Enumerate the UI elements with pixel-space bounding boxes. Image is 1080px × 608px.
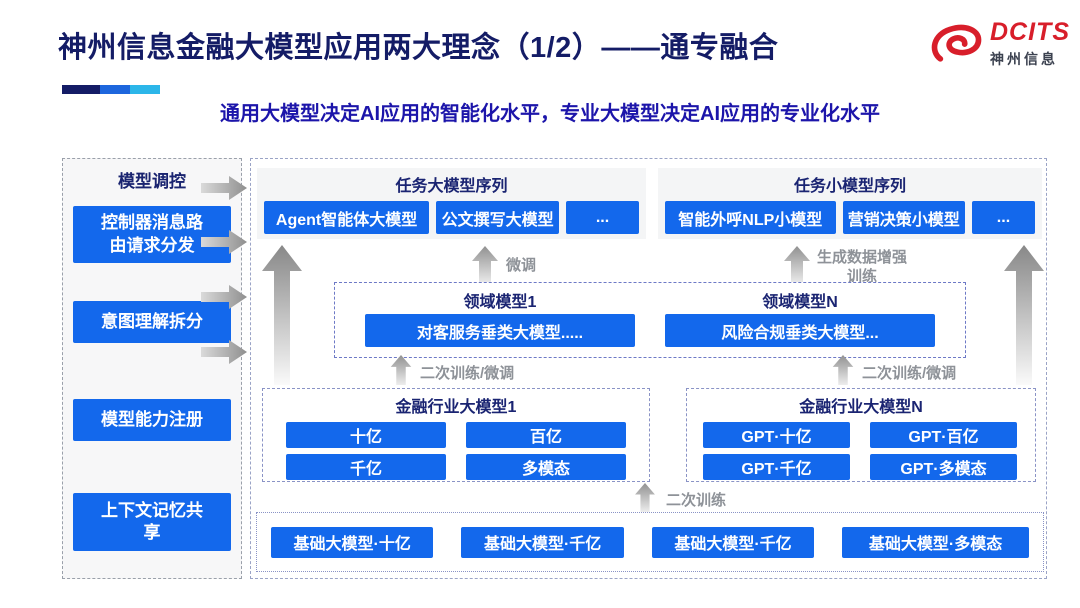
task-small-model-panel: 任务小模型序列 智能外呼NLP小模型 营销决策小模型 ... xyxy=(658,168,1042,239)
up-arrow-icon xyxy=(832,355,854,385)
sidebar-item-context: 上下文记忆共享 xyxy=(73,493,231,551)
slide-subtitle: 通用大模型决定AI应用的智能化水平，专业大模型决定AI应用的专业化水平 xyxy=(220,103,880,125)
model-control-title: 模型调控 xyxy=(118,172,186,191)
model-box-foundation-1b: 基础大模型·十亿 xyxy=(271,526,434,558)
underline-segment xyxy=(130,85,160,94)
model-box-foundation-100b: 基础大模型·千亿 xyxy=(651,526,815,558)
model-box-gpt-100b: GPT·千亿 xyxy=(703,454,850,480)
logo-text: DCITS 神州信息 xyxy=(990,20,1070,69)
sidebar-item-router: 控制器消息路由请求分发 xyxy=(73,206,231,263)
model-box-gpt-1b: GPT·十亿 xyxy=(703,422,850,448)
model-box-document: 公文撰写大模型 xyxy=(436,201,560,234)
logo-caption: 神州信息 xyxy=(990,51,1058,67)
domain-model-1-title: 领域模型1 xyxy=(463,294,537,311)
right-arrow-icon xyxy=(201,285,247,309)
model-box-customer-service: 对客服务垂类大模型..... xyxy=(365,314,635,347)
model-box-agent: Agent智能体大模型 xyxy=(264,201,430,234)
title-underline xyxy=(62,85,160,94)
model-box-nlp-call: 智能外呼NLP小模型 xyxy=(665,201,836,234)
model-box-marketing: 营销决策小模型 xyxy=(842,201,965,234)
task-small-title: 任务小模型序列 xyxy=(793,178,906,195)
task-large-title: 任务大模型序列 xyxy=(395,178,508,195)
task-large-model-panel: 任务大模型序列 Agent智能体大模型 公文撰写大模型 ... xyxy=(257,168,646,239)
dcits-logo: DCITS 神州信息 xyxy=(930,20,1070,69)
model-box-multimodal: 多模态 xyxy=(466,454,626,480)
model-control-panel: 模型调控 控制器消息路由请求分发 意图理解拆分 模型能力注册 上下文记忆共享 xyxy=(62,158,242,579)
right-arrow-icon xyxy=(201,176,247,200)
industry-model-n-box: 金融行业大模型N GPT·十亿 GPT·百亿 GPT·千亿 GPT·多模态 xyxy=(686,388,1036,482)
model-box-gpt-multimodal: GPT·多模态 xyxy=(870,454,1017,480)
task-large-row: Agent智能体大模型 公文撰写大模型 ... xyxy=(264,201,639,234)
model-box-risk-compliance: 风险合规垂类大模型... xyxy=(665,314,935,347)
up-arrow-icon xyxy=(472,246,498,284)
industry-model-1-grid: 十亿 百亿 千亿 多模态 xyxy=(286,422,626,480)
industry-model-n-grid: GPT·十亿 GPT·百亿 GPT·千亿 GPT·多模态 xyxy=(703,422,1017,480)
dcits-swirl-icon xyxy=(931,24,982,62)
domain-model-n-title: 领域模型N xyxy=(762,294,838,311)
up-arrow-icon xyxy=(390,355,412,385)
model-box-ellipsis: ... xyxy=(971,201,1035,234)
label-secondary-train: 二次训练 xyxy=(666,492,727,509)
label-gen-data-train: 生成数据增强训练 xyxy=(816,249,907,285)
underline-segment xyxy=(100,85,130,94)
domain-models-box: 领域模型1 对客服务垂类大模型..... 领域模型N 风险合规垂类大模型... xyxy=(334,282,966,358)
model-box-10b: 百亿 xyxy=(466,422,626,448)
model-box-100b: 千亿 xyxy=(286,454,446,480)
label-secondary-left: 二次训练/微调 xyxy=(420,365,515,382)
up-arrow-icon xyxy=(784,246,810,284)
model-box-foundation-100b: 基础大模型·千亿 xyxy=(461,526,624,558)
model-box-ellipsis: ... xyxy=(566,201,639,234)
label-secondary-right: 二次训练/微调 xyxy=(862,365,957,382)
industry-model-1-box: 金融行业大模型1 十亿 百亿 千亿 多模态 xyxy=(262,388,650,482)
right-arrow-icon xyxy=(201,230,247,254)
architecture-container xyxy=(250,158,1047,579)
sidebar-item-intent: 意图理解拆分 xyxy=(73,301,231,343)
underline-segment xyxy=(62,85,100,94)
sidebar-item-register: 模型能力注册 xyxy=(73,399,231,441)
model-box-gpt-10b: GPT·百亿 xyxy=(870,422,1017,448)
page-title: 神州信息金融大模型应用两大理念（1/2）——通专融合 xyxy=(58,32,779,64)
up-arrow-long-icon xyxy=(262,245,302,385)
foundation-row: 基础大模型·十亿 基础大模型·千亿 基础大模型·千亿 基础大模型·多模态 xyxy=(257,513,1043,571)
up-arrow-long-icon xyxy=(1004,245,1044,385)
industry-model-1-title: 金融行业大模型1 xyxy=(395,399,517,416)
industry-model-n-title: 金融行业大模型N xyxy=(799,399,923,416)
model-box-1b: 十亿 xyxy=(286,422,446,448)
right-arrow-icon xyxy=(201,340,247,364)
logo-wordmark: DCITS xyxy=(990,18,1070,46)
task-small-row: 智能外呼NLP小模型 营销决策小模型 ... xyxy=(665,201,1035,234)
label-fine-tune: 微调 xyxy=(506,257,537,274)
up-arrow-icon xyxy=(635,483,655,512)
model-box-foundation-multimodal: 基础大模型·多模态 xyxy=(842,526,1029,558)
foundation-models-box: 基础大模型·十亿 基础大模型·千亿 基础大模型·千亿 基础大模型·多模态 xyxy=(256,512,1044,572)
